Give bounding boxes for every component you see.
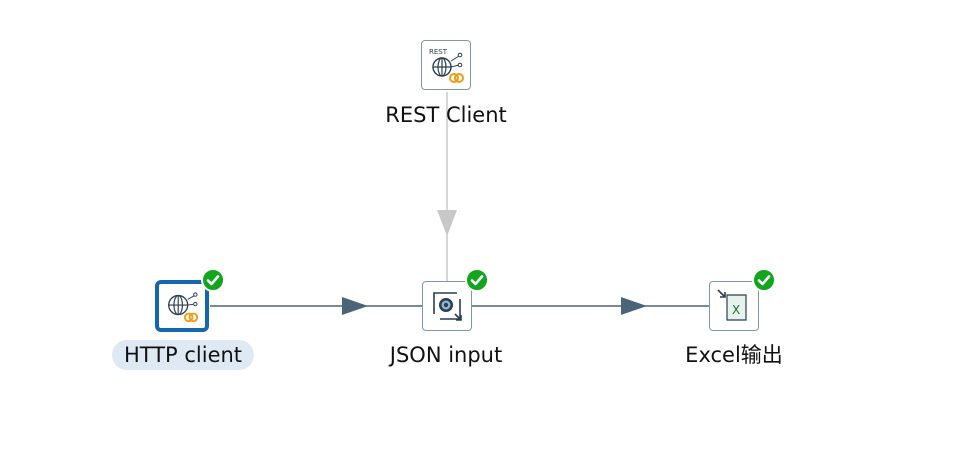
hop-http-to-json-arrow <box>342 297 368 315</box>
step-rest-client[interactable]: REST <box>421 40 471 90</box>
step-label-json-input: JSON input <box>389 343 503 367</box>
excel-output-icon: X <box>717 289 747 321</box>
rest-client-icon: REST <box>429 48 464 83</box>
success-check-icon <box>752 268 776 292</box>
step-label-rest-client: REST Client <box>385 103 507 127</box>
json-input-icon <box>433 292 462 321</box>
success-check-icon <box>201 268 225 292</box>
step-label-http-client: HTTP client <box>111 340 255 370</box>
step-label-excel-output: Excel输出 <box>685 343 783 367</box>
hop-json-to-excel-arrow <box>621 297 647 315</box>
svg-text:X: X <box>732 303 740 317</box>
step-excel-output[interactable]: X <box>709 281 759 331</box>
hop-rest-to-json-arrow <box>437 210 457 236</box>
step-http-client[interactable] <box>155 280 209 332</box>
step-json-input[interactable] <box>422 281 472 331</box>
http-client-icon <box>168 292 199 323</box>
svg-text:REST: REST <box>429 48 448 56</box>
success-check-icon <box>465 268 489 292</box>
